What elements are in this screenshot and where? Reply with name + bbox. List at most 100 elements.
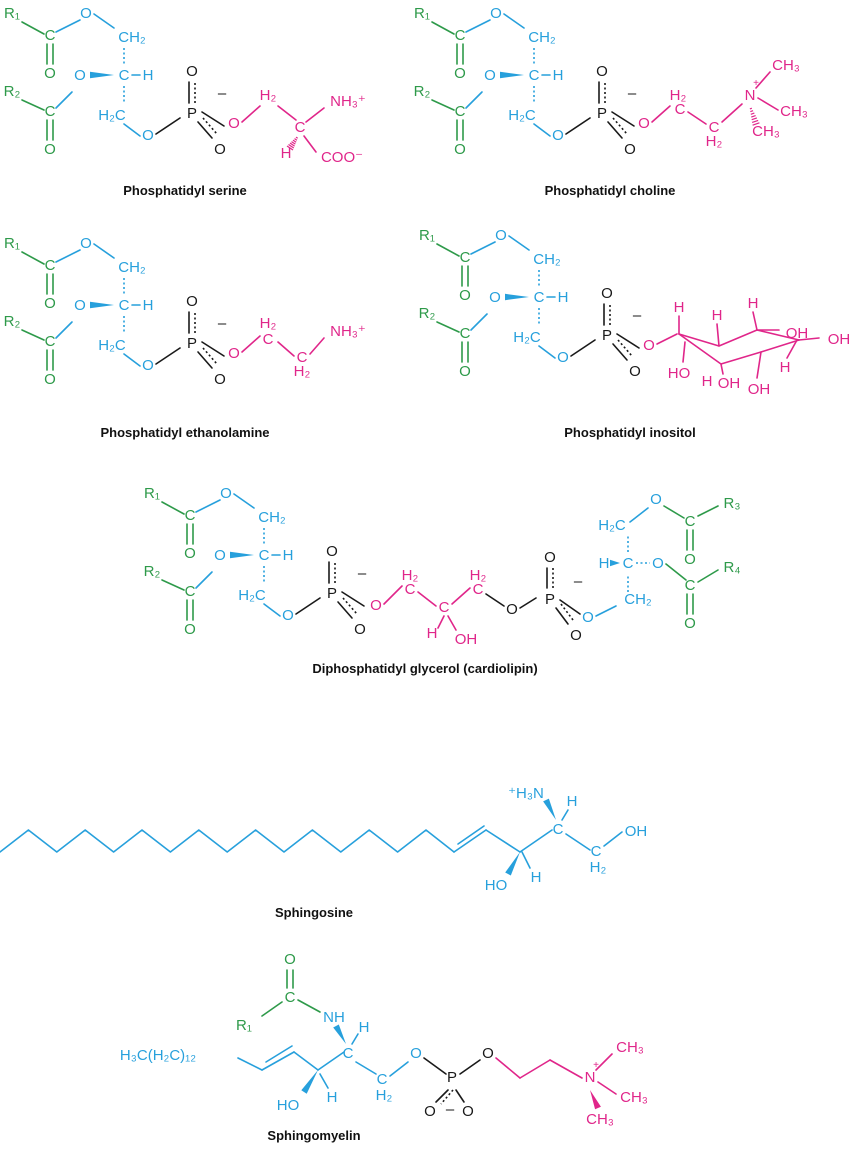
chain-bond [485, 829, 521, 853]
head-h2: H₂ [260, 315, 277, 332]
bridge-h: H [427, 625, 438, 642]
chain-h: H [531, 869, 542, 886]
hydroxyl: HO [668, 365, 691, 382]
head-bond [721, 103, 743, 123]
phosphate-oxygen: O [186, 293, 198, 310]
c2-carbon: C [343, 1045, 354, 1062]
carbonyl-carbon: C [45, 257, 56, 274]
hash-segment [750, 112, 755, 115]
carbonyl-oxygen: O [44, 295, 56, 312]
p-o-bond [616, 333, 640, 349]
glycerol-c2: C [119, 67, 130, 84]
stereo-wedge [333, 1024, 346, 1044]
carbonyl-carbon: C [185, 507, 196, 524]
phosphoester-oxygen: O [582, 609, 594, 626]
p-o-partial-bond [560, 603, 574, 621]
stereo-hash [286, 136, 299, 151]
carbonyl-oxygen: O [44, 65, 56, 82]
p-o-bond [201, 341, 225, 357]
hash-segment [286, 145, 294, 151]
chain-bond [317, 1051, 345, 1071]
phosphate-bond [155, 117, 181, 135]
phosphate-oxygen: O [596, 63, 608, 80]
ester-oxygen: O [74, 67, 86, 84]
hash-segment [752, 122, 760, 126]
carbonyl-oxygen: O [44, 141, 56, 158]
stereo-wedge [90, 71, 114, 79]
caption-sphingosine: Sphingosine [275, 905, 353, 920]
bridge-h2: H₂ [470, 567, 487, 584]
nitrogen-charge: + [753, 78, 759, 89]
phosphate-oxygen: O [544, 549, 556, 566]
phosphorus: P [602, 327, 612, 344]
c-h-bond [561, 809, 569, 821]
r2-label: R₂ [4, 83, 21, 100]
acyl-bond [161, 501, 185, 515]
amino-group: NH₃⁺ [330, 93, 366, 110]
ring-h-bond [786, 339, 798, 359]
methyl-bond [755, 71, 771, 89]
r1-label: R₁ [4, 235, 20, 252]
glycerol-c2: C [119, 297, 130, 314]
glycerol-bond [629, 507, 649, 523]
head-bond [305, 107, 325, 123]
ring-link-bond [656, 333, 678, 345]
p-o-partial-bond [342, 597, 358, 615]
ring-h: H [674, 299, 685, 316]
glycerol-bond [538, 345, 556, 359]
phosphoester-oxygen: O [410, 1045, 422, 1062]
ring-h-bond [752, 311, 758, 331]
phosphate-bond [565, 117, 591, 135]
carbonyl-oxygen: O [184, 545, 196, 562]
phosphoester-oxygen: O [557, 349, 569, 366]
ester-bond [55, 19, 81, 33]
glycerol-c2: C [259, 547, 270, 564]
hash-segment [750, 110, 754, 113]
chain-bond [355, 1061, 377, 1075]
phosphate-oxygen: O [214, 371, 226, 388]
glycerol-c2: C [529, 67, 540, 84]
phosphate-bond [155, 347, 181, 365]
chain-bond [389, 1061, 409, 1077]
head-bond [277, 105, 297, 121]
stereo-wedge [500, 71, 524, 79]
p-o-bond [455, 1089, 465, 1103]
carbonyl-carbon: C [460, 325, 471, 342]
amide-carbon: C [285, 989, 296, 1006]
r2-label: R₂ [419, 305, 436, 322]
glycerol-bond [508, 235, 530, 251]
p-o-bond [559, 599, 581, 615]
head-bond [687, 111, 707, 125]
phosphoester-oxygen: O [506, 601, 518, 618]
hash-segment [295, 136, 299, 139]
ring-h: H [702, 373, 713, 390]
glycerol-ch2: CH₂ [118, 29, 146, 46]
methyl-group: CH₃ [780, 103, 808, 120]
caption-cardiolipin: Diphosphatidyl glycerol (cardiolipin) [312, 661, 537, 676]
carbonyl-oxygen: O [454, 65, 466, 82]
p-o-partial-bond [617, 339, 633, 357]
bridge-h2: H₂ [402, 567, 419, 584]
head-bond [303, 135, 317, 153]
head-carbon: C [297, 349, 308, 366]
p-o-bond [197, 121, 213, 139]
carbonyl-carbon: C [455, 27, 466, 44]
head-oxygen: O [638, 115, 650, 132]
ester-oxygen: O [490, 5, 502, 22]
r3-label: R₃ [724, 495, 741, 512]
inositol-ring-lower [678, 333, 800, 365]
phosphate-bond [295, 597, 321, 615]
methyl-bond [595, 1053, 613, 1071]
chain-bond [293, 1051, 319, 1071]
phosphate-bond [459, 1059, 481, 1075]
r1-label: R₁ [414, 5, 430, 22]
head-h2: H₂ [260, 87, 277, 104]
hydroxyl: OH [625, 823, 648, 840]
phosphate-bond [423, 1057, 447, 1075]
p-o-bond [555, 607, 569, 625]
carbonyl-carbon: C [685, 577, 696, 594]
glycerol-h: H [558, 289, 569, 306]
ester-oxygen: O [220, 485, 232, 502]
chain-bond [565, 833, 591, 851]
r1-label: R₁ [236, 1017, 252, 1034]
